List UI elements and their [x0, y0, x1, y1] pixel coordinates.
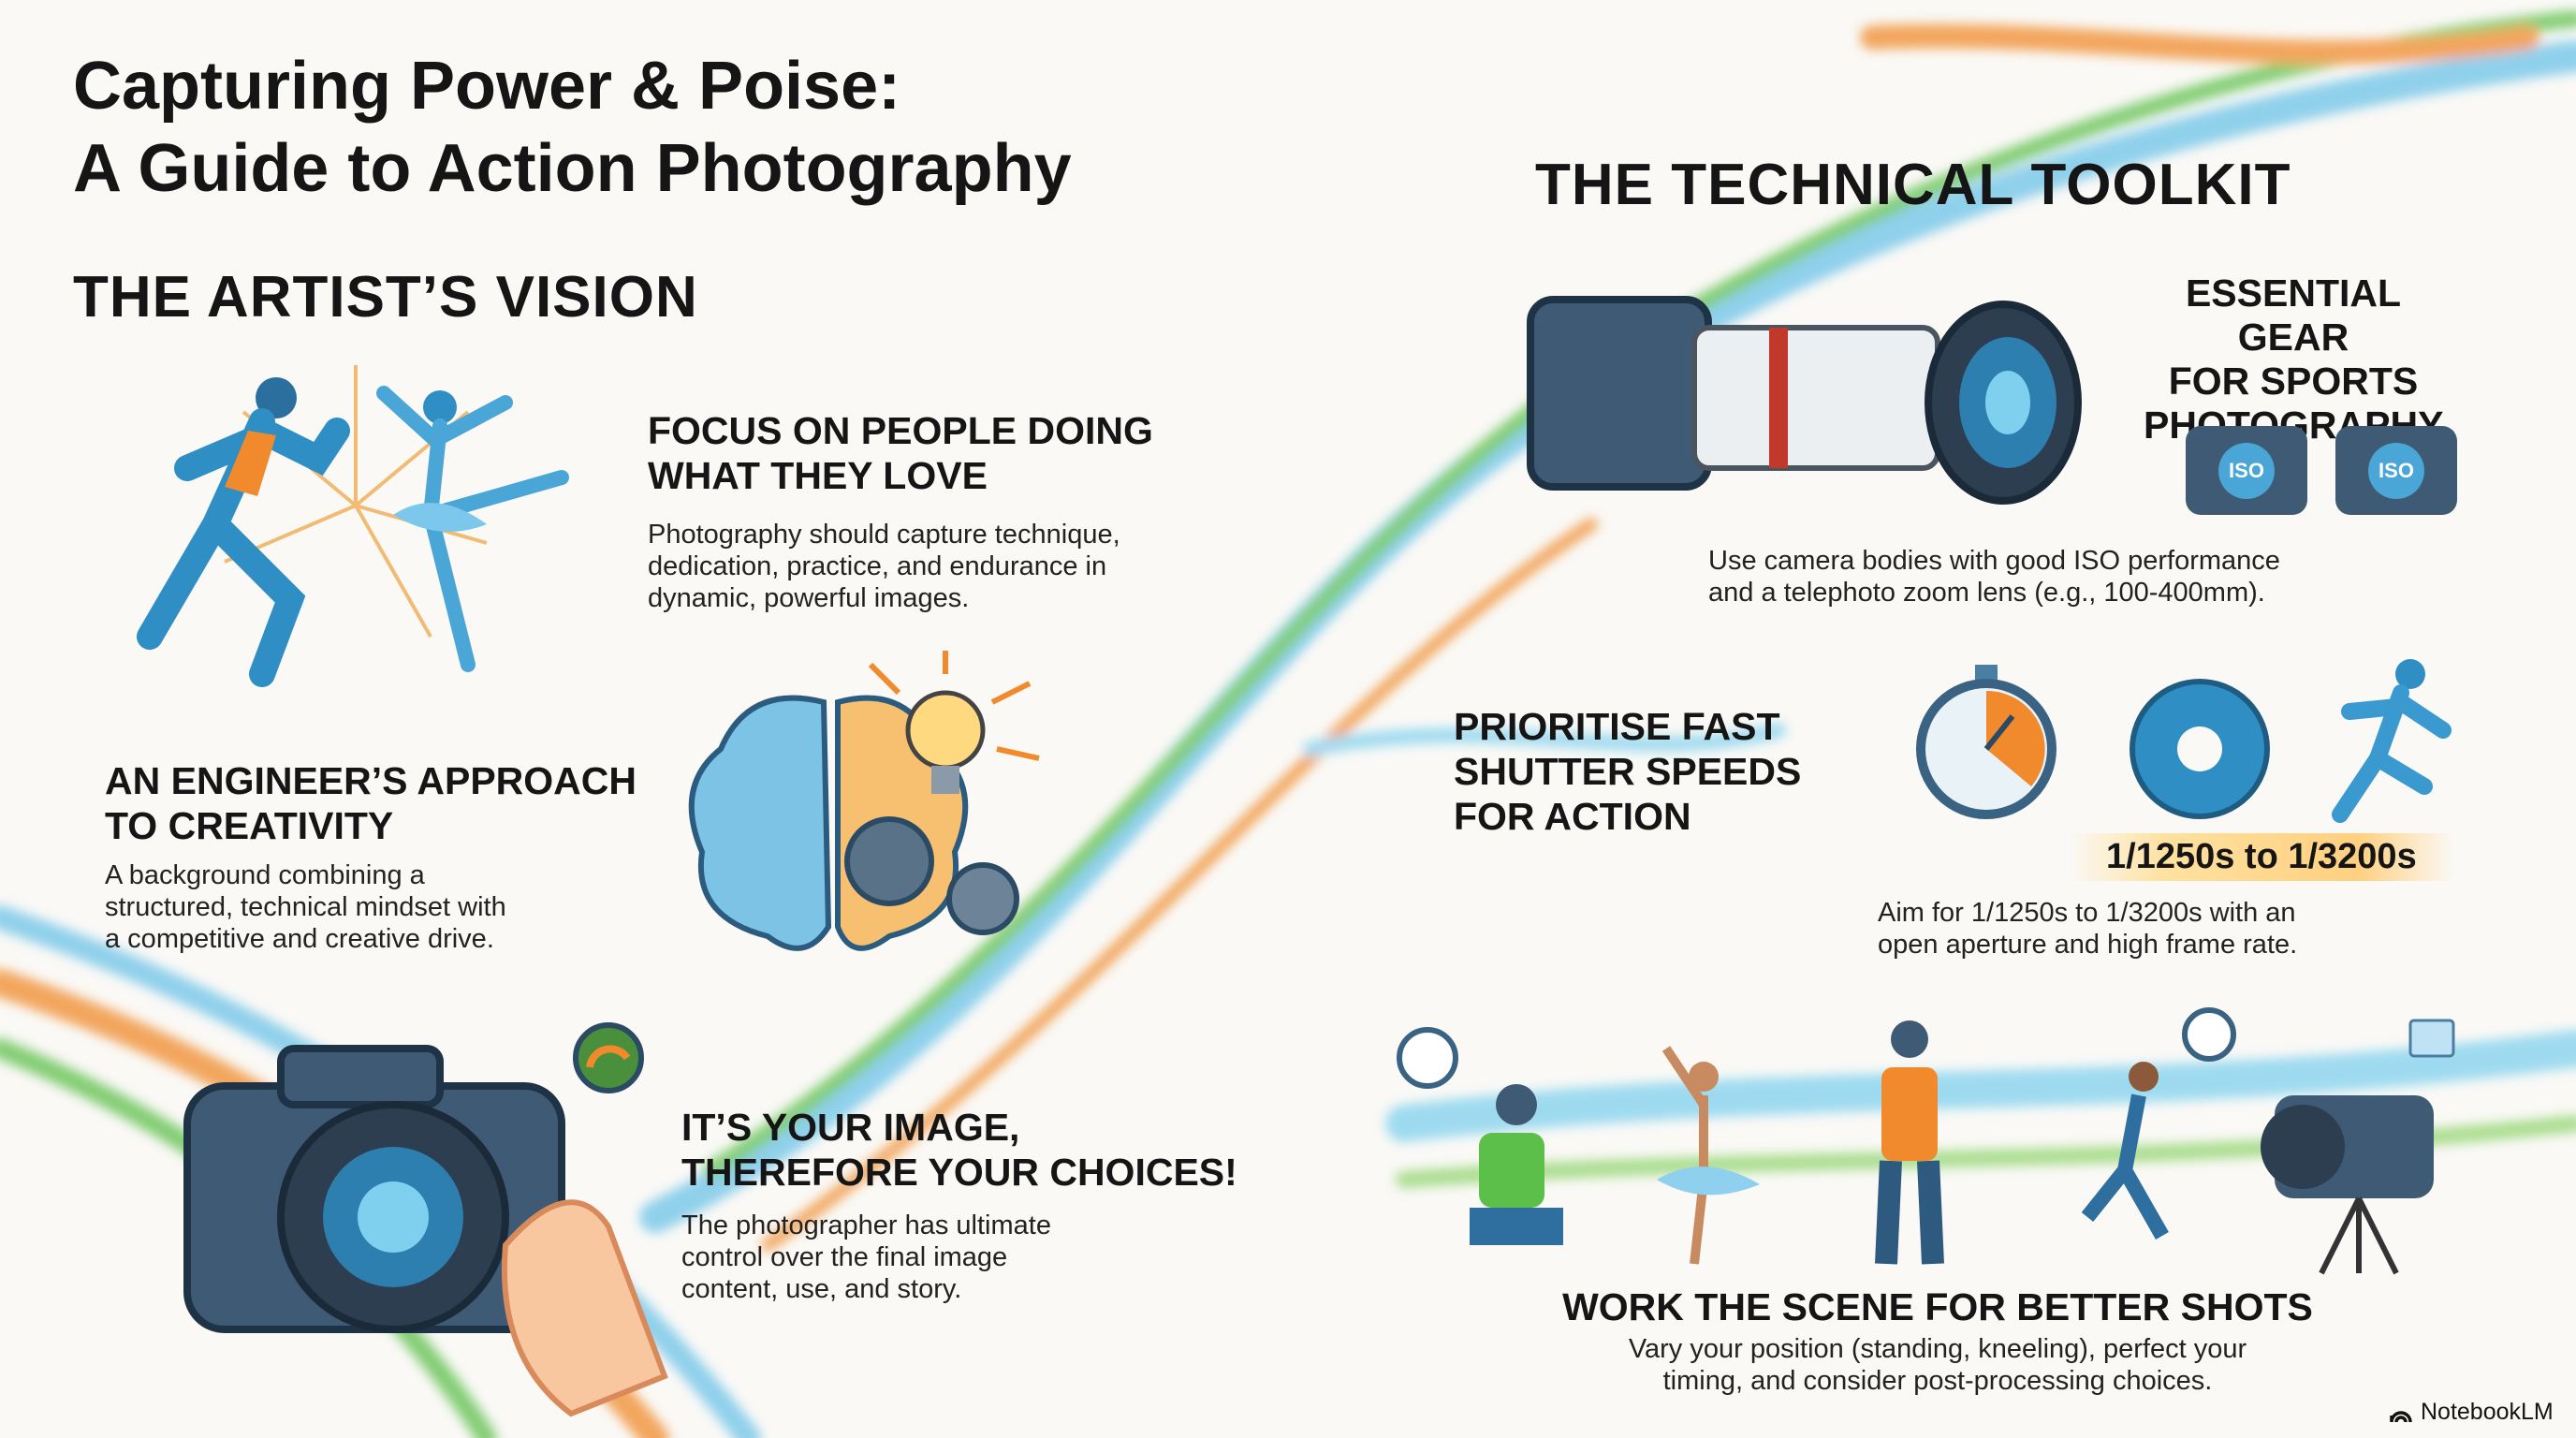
body-line: structured, technical mindset with	[105, 892, 506, 922]
runner	[2081, 1062, 2169, 1240]
work-scene-title: WORK THE SCENE FOR BETTER SHOTS	[1562, 1285, 2313, 1328]
technical-toolkit-heading: THE TECHNICAL TOOLKIT	[1535, 153, 2291, 217]
body-line: content, use, and story.	[681, 1274, 962, 1304]
body-line: Photography should capture technique,	[648, 520, 1120, 550]
title-line-2: A Guide to Action Photography	[73, 131, 1072, 206]
brand-name: NotebookLM	[2421, 1399, 2554, 1425]
title-line: AN ENGINEER’S APPROACH	[105, 759, 637, 802]
gear-body: Use camera bodies with good ISO performa…	[1708, 545, 2280, 609]
image-icon	[2408, 1019, 2455, 1058]
stopwatch-icon	[1916, 665, 2056, 819]
camera-in-hand-illustration	[183, 1022, 668, 1417]
title-line: FOR SPORTS	[2168, 360, 2419, 403]
sprinter-icon	[2332, 659, 2452, 823]
body-line: and a telephoto zoom lens (e.g., 100-400…	[1708, 578, 2265, 608]
title-line-1: Capturing Power & Poise:	[73, 49, 901, 124]
telephoto-camera-illustration	[1527, 296, 2082, 505]
body-line: A background combining a	[105, 860, 425, 890]
artist-vision-heading: THE ARTIST’S VISION	[73, 265, 698, 330]
standing-photographer	[1875, 1020, 1944, 1265]
body-line: timing, and consider post-processing cho…	[1662, 1366, 2213, 1396]
title-line: ESSENTIAL GEAR	[2185, 271, 2402, 359]
focus-people-body: Photography should capture technique,ded…	[648, 519, 1153, 614]
title-line: TO CREATIVITY	[105, 804, 394, 847]
iso-camera-icon: ISO	[2335, 426, 2457, 515]
body-line: Aim for 1/1250s to 1/3200s with an	[1878, 898, 2296, 928]
kneeling-photographer	[1470, 1084, 1563, 1245]
title-line: IT’S YOUR IMAGE,	[681, 1106, 1020, 1149]
notebooklm-logo-icon	[2390, 1410, 2412, 1422]
body-line: dedication, practice, and endurance in	[648, 551, 1107, 581]
brain-lightbulb-gears-illustration	[688, 651, 1040, 951]
title-line: THEREFORE YOUR CHOICES!	[681, 1151, 1237, 1194]
body-line: Vary your position (standing, kneeling),…	[1628, 1334, 2247, 1364]
runner-dancer-illustration	[137, 365, 569, 687]
ballerina	[1657, 1046, 1760, 1265]
body-line: dynamic, powerful images.	[648, 583, 970, 613]
stopwatch-icon	[1397, 1027, 1458, 1089]
title-line: PRIORITISE FAST	[1454, 705, 1780, 748]
body-line: The photographer has ultimate	[681, 1211, 1051, 1240]
tripod-camera	[2261, 1095, 2434, 1275]
body-line: control over the final image	[681, 1242, 1008, 1272]
work-scene-body: Vary your position (standing, kneeling),…	[1470, 1333, 2406, 1397]
your-image-section: IT’S YOUR IMAGE,THEREFORE YOUR CHOICES! …	[681, 1105, 1237, 1305]
stopwatch-icon	[2182, 1007, 2236, 1062]
body-line: open aperture and high frame rate.	[1878, 930, 2298, 960]
iso-label: ISO	[2368, 442, 2424, 499]
page-title: Capturing Power & Poise: A Guide to Acti…	[73, 45, 1072, 210]
title-line: SHUTTER SPEEDS	[1454, 750, 1802, 793]
notebooklm-brand: NotebookLM	[2389, 1399, 2554, 1426]
shutter-icons	[1916, 659, 2452, 823]
iso-camera-icons: ISO ISO	[2186, 426, 2457, 515]
body-line: Use camera bodies with good ISO performa…	[1708, 546, 2280, 576]
iso-label: ISO	[2218, 442, 2275, 499]
body-line: a competitive and creative drive.	[105, 924, 494, 954]
work-scene-section: WORK THE SCENE FOR BETTER SHOTS Vary you…	[1470, 1284, 2406, 1397]
iso-camera-icon: ISO	[2186, 426, 2307, 515]
your-image-title: IT’S YOUR IMAGE,THEREFORE YOUR CHOICES!	[681, 1105, 1237, 1195]
title-line: WHAT THEY LOVE	[648, 454, 988, 497]
shutter-speed-badge: 1/1250s to 1/3200s	[2069, 833, 2454, 881]
title-line: FOCUS ON PEOPLE DOING	[648, 409, 1153, 452]
title-line: FOR ACTION	[1454, 795, 1691, 838]
aperture-icon	[2130, 679, 2270, 819]
work-the-scene-illustration	[1397, 1007, 2455, 1275]
